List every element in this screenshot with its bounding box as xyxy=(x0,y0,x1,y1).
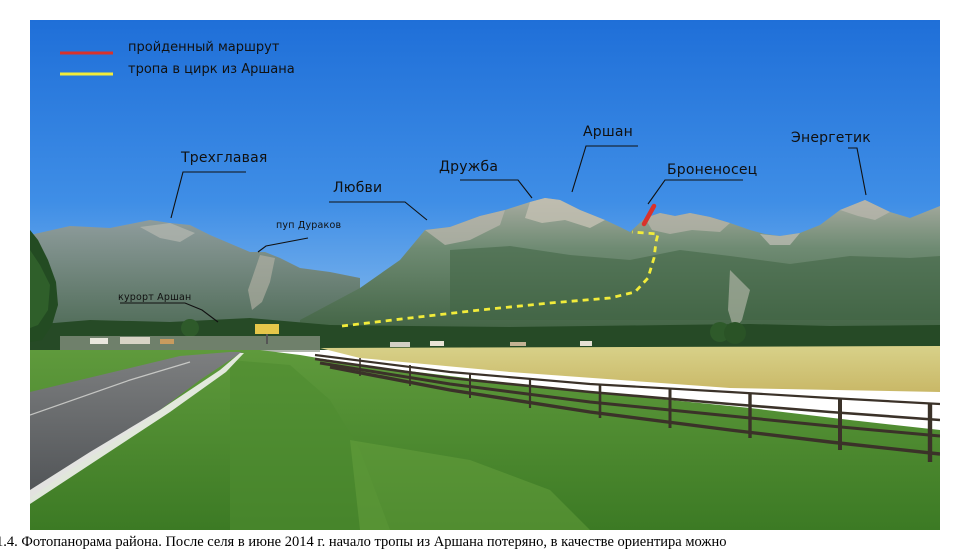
peak-label-bronenosets: Броненосец xyxy=(667,162,758,178)
walked-route-line xyxy=(641,203,657,227)
peak-label-arshan: Аршан xyxy=(583,124,634,140)
left-range xyxy=(30,220,360,335)
legend-trail-label: тропа в цирк из Аршана xyxy=(128,62,295,77)
peak-label-pup-durakov: пуп Дураков xyxy=(276,220,342,231)
peak-label-trekhglavaya: Трехглавая xyxy=(181,150,268,166)
panorama-photo: пройденный маршрут тропа в цирк из Аршан… xyxy=(30,20,940,530)
peak-label-lyubvi: Любви xyxy=(333,180,383,196)
wheat-field xyxy=(320,346,940,392)
wooden-fence xyxy=(314,353,940,462)
peak-label-druzhba: Дружба xyxy=(439,159,499,175)
figure-caption: 1.4. Фотопанорама района. После селя в и… xyxy=(0,534,727,550)
label-kurort-arshan: курорт Аршан xyxy=(118,292,192,303)
legend-walked-route-label: пройденный маршрут xyxy=(128,40,280,55)
peak-label-energetik: Энергетик xyxy=(791,130,871,146)
trail-to-cirque-line xyxy=(341,230,660,328)
landscape-scene xyxy=(30,20,940,530)
billboard xyxy=(255,324,279,334)
peak-pointers xyxy=(120,145,867,323)
